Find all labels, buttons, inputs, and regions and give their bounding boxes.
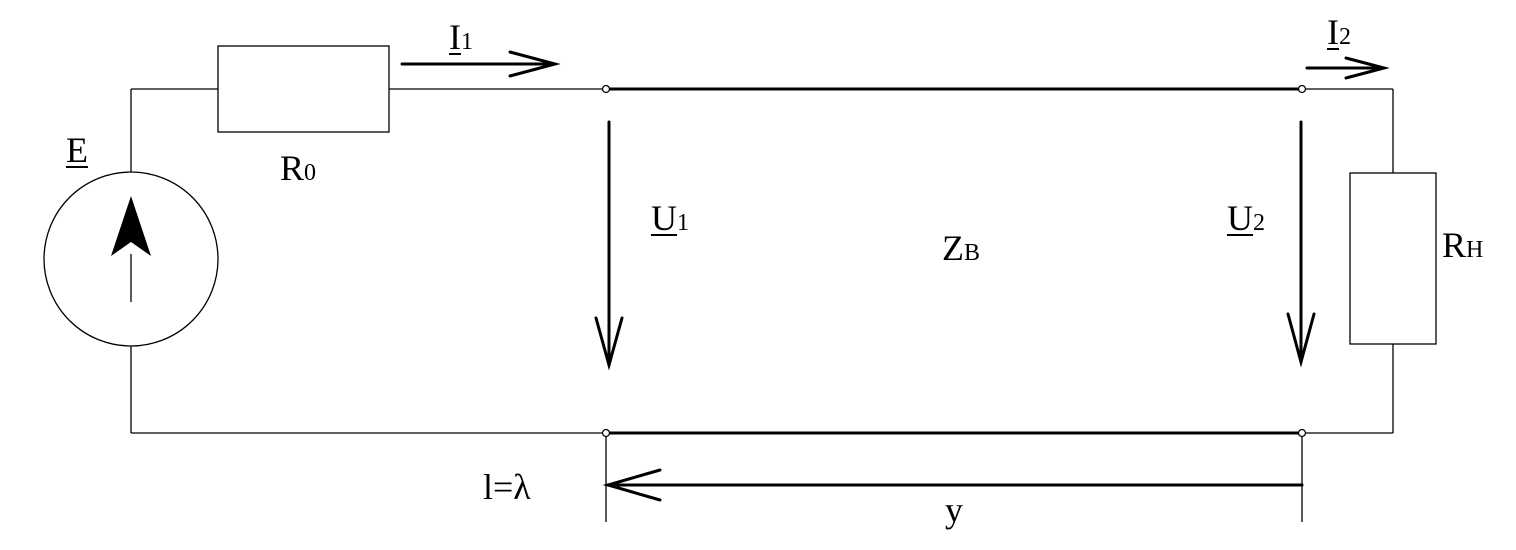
label-voltage-u1-sub: 1 [677, 210, 689, 236]
current-i2-arrow-icon [1305, 56, 1390, 80]
label-line-length-main: l=λ [483, 467, 531, 507]
resistor-r0 [217, 45, 390, 133]
label-voltage-u2: U2 [1227, 200, 1265, 236]
label-coordinate-y-main: y [945, 490, 963, 530]
label-resistance-r0-sub: 0 [304, 160, 317, 186]
label-resistance-rh-sub: H [1466, 237, 1484, 263]
label-line-length: l=λ [483, 469, 531, 505]
voltage-u1-arrow-icon [594, 120, 624, 371]
label-resistance-r0-main: R [280, 148, 305, 188]
source-arrow-icon [111, 196, 151, 302]
current-i1-arrow-icon [400, 50, 561, 78]
label-voltage-u1: U1 [651, 200, 689, 236]
resistor-rh [1349, 172, 1437, 345]
voltage-u2-arrow-icon [1286, 120, 1316, 368]
label-resistance-rh: RH [1442, 227, 1483, 263]
terminal-nodes [601, 84, 1307, 438]
label-impedance-zb-main: Z [942, 228, 964, 268]
label-voltage-u2-main: U [1227, 198, 1253, 238]
label-source-emf-main: E [66, 130, 88, 170]
label-coordinate-y: y [945, 492, 963, 528]
label-current-i1-main: I [449, 17, 461, 57]
label-impedance-zb-sub: B [964, 240, 981, 266]
source-wiring [130, 88, 606, 434]
label-current-i1: I1 [449, 19, 473, 55]
label-current-i2-sub: 2 [1339, 24, 1351, 50]
label-resistance-rh-main: R [1442, 225, 1467, 265]
load-wiring [1305, 88, 1394, 434]
label-current-i1-sub: 1 [461, 29, 473, 55]
label-voltage-u2-sub: 2 [1253, 210, 1265, 236]
label-current-i2-main: I [1327, 12, 1339, 52]
label-impedance-zb: ZB [942, 230, 980, 266]
label-resistance-r0: R0 [280, 150, 316, 186]
label-voltage-u1-main: U [651, 198, 677, 238]
label-source-emf: E [66, 132, 88, 168]
label-current-i2: I2 [1327, 14, 1351, 50]
coordinate-y-arrow-icon [602, 468, 1304, 502]
